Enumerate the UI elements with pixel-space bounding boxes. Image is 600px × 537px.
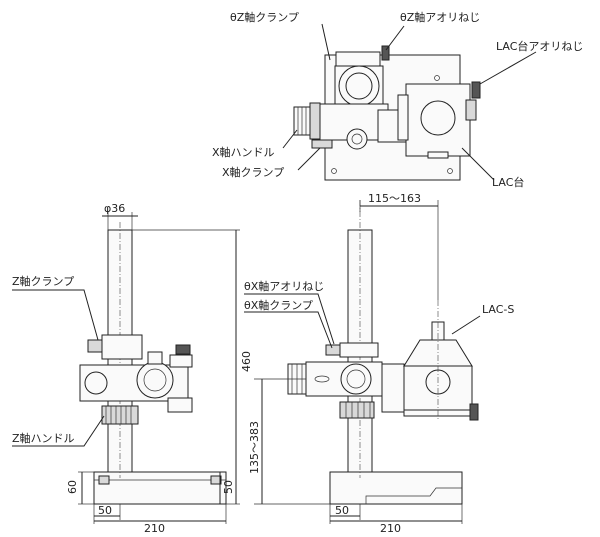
theta-z-head	[335, 51, 381, 67]
label-x-clamp: X軸クランプ	[222, 165, 284, 179]
top-view	[282, 23, 537, 181]
theta-x-clamp-part	[325, 344, 341, 356]
label-theta-z-clamp: θZ軸クランプ	[230, 10, 299, 24]
label-z-clamp: Z軸クランプ	[12, 274, 74, 288]
dim-total-height: 460	[240, 351, 253, 372]
left-side-view	[12, 212, 240, 524]
right-z-handle-part	[339, 401, 375, 419]
left-base	[93, 471, 227, 505]
dim-base-width-left: 210	[144, 522, 165, 533]
label-lac-stage: LAC台	[492, 175, 524, 189]
label-x-handle: X軸ハンドル	[212, 145, 275, 159]
dim-reach: 115〜163	[368, 192, 421, 205]
right-side-view	[244, 200, 481, 524]
lac-s-tilt-screw-part	[469, 403, 479, 421]
label-theta-z-tilt-screw: θZ軸アオリねじ	[400, 10, 480, 24]
x-clamp-part	[311, 139, 333, 149]
dim-column-diameter: φ36	[104, 202, 125, 215]
label-theta-x-tilt-screw: θX軸アオリねじ	[244, 279, 324, 293]
z-clamp-part	[87, 339, 103, 353]
dim-offset-left: 50	[98, 504, 112, 517]
label-lac-s: LAC-S	[482, 303, 514, 316]
theta-z-tilt-screw-part	[381, 45, 390, 61]
dim-working-height: 135〜383	[248, 421, 261, 474]
lac-tilt-screw-part	[471, 81, 481, 99]
dim-offset-right: 50	[335, 504, 349, 517]
dim-base-height-left: 60	[66, 480, 79, 494]
label-lac-stage-tilt-screw: LAC台アオリねじ	[496, 39, 583, 53]
label-z-handle: Z軸ハンドル	[12, 431, 75, 445]
label-theta-x-clamp: θX軸クランプ	[244, 298, 313, 312]
z-handle-part	[101, 405, 139, 425]
dim-base-width-right: 210	[380, 522, 401, 533]
dim-base-height-right: 50	[222, 480, 235, 494]
